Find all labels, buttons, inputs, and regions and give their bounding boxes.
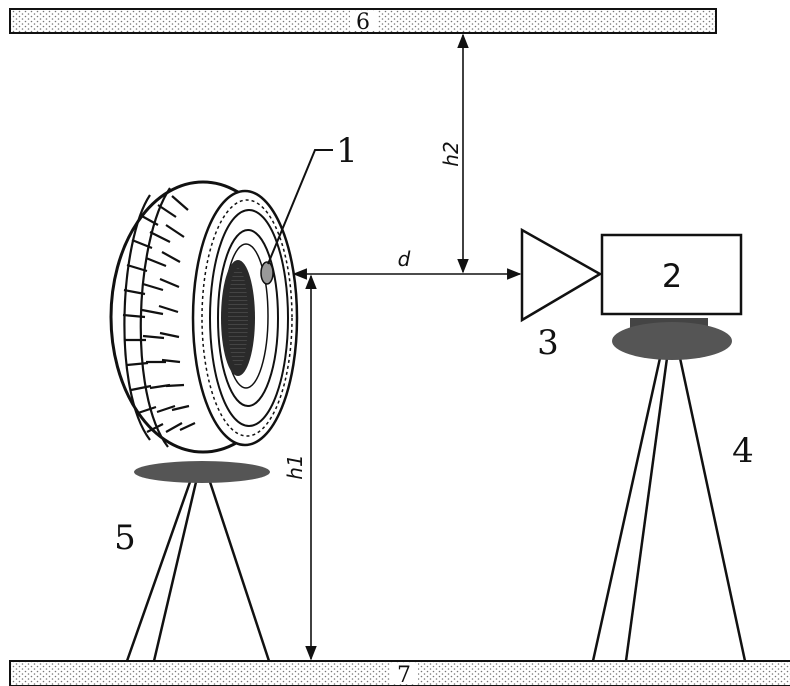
lens-triangle — [520, 227, 603, 323]
camera-tripod — [591, 357, 747, 662]
floor-label: 7 — [397, 663, 411, 686]
tire-support-pad — [134, 461, 270, 483]
camera-tripod-label: 4 — [732, 431, 754, 471]
dimension-d-label: d — [398, 247, 411, 271]
ceiling-label: 6 — [356, 10, 370, 35]
tread-pattern — [122, 187, 196, 448]
camera-body — [600, 233, 743, 316]
floor-slab: 7 — [9, 660, 790, 686]
tire-leader-line — [267, 149, 333, 265]
camera-support-pad — [612, 322, 732, 360]
tire-label: 1 — [336, 131, 358, 171]
tire-marker — [260, 261, 274, 285]
ceiling-slab: 6 — [9, 8, 717, 35]
tire — [109, 180, 299, 454]
camera-label: 2 — [662, 257, 682, 295]
dimension-h1-label: h1 — [283, 454, 307, 479]
lens-label: 3 — [537, 323, 559, 363]
tire-tripod-label: 5 — [114, 518, 136, 558]
dimension-h2-label: h2 — [439, 141, 463, 166]
tire-tripod — [125, 481, 271, 662]
